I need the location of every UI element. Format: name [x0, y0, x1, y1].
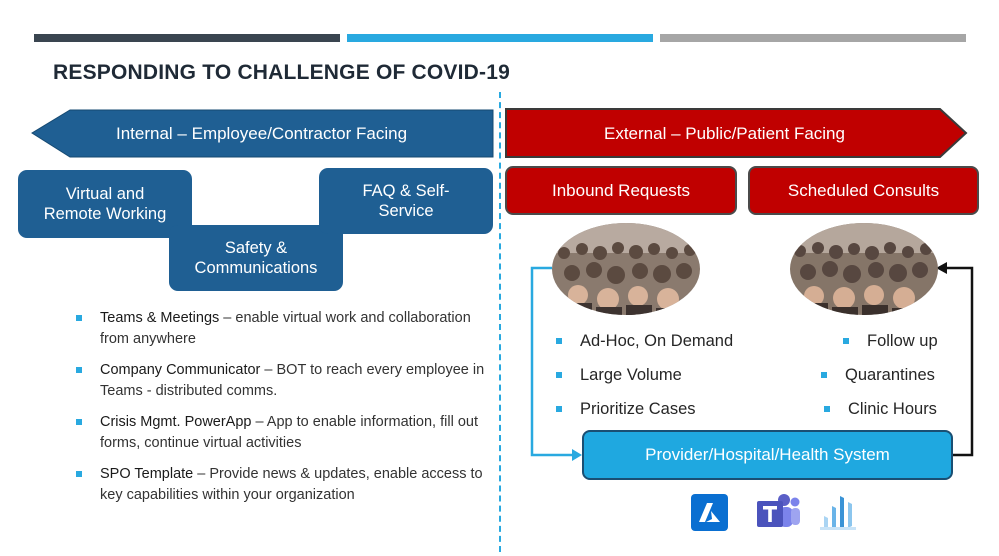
bullet-marker — [821, 372, 827, 378]
safety-communications-box: Safety & Communications — [169, 225, 343, 291]
bullet-name: SPO Template — [100, 466, 194, 482]
scheduled-bullet-1: Follow up — [867, 332, 938, 350]
provider-label: Provider/Hospital/Health System — [645, 445, 890, 464]
external-arrow-shape — [505, 108, 968, 158]
bullet-marker — [824, 406, 830, 412]
internal-header: Internal – Employee/Contractor Facing — [116, 124, 408, 143]
list-item: SPO Template – Provide news & updates, e… — [76, 464, 486, 505]
scheduled-consults-box: Scheduled Consults — [748, 166, 979, 215]
inbound-requests-box: Inbound Requests — [505, 166, 737, 215]
bullet-name: Crisis Mgmt. PowerApp — [100, 414, 252, 430]
inbound-bullet-1: Ad-Hoc, On Demand — [580, 332, 734, 350]
bullet-marker — [556, 406, 562, 412]
bullet-desc: – BOT to reach every employee in Teams -… — [100, 362, 485, 399]
top-bar-gray — [660, 34, 966, 42]
inbound-bullet-2: Large Volume — [580, 366, 682, 384]
page-title: RESPONDING TO CHALLENGE OF COVID-19 — [53, 61, 510, 84]
list-item: Teams & Meetings – enable virtual work a… — [76, 308, 486, 349]
inbound-requests-label: Inbound Requests — [552, 180, 690, 200]
faq-self-service-label: FAQ & Self-Service — [362, 182, 450, 220]
provider-box: Provider/Hospital/Health System — [582, 430, 953, 480]
scheduled-bullet-2: Quarantines — [845, 366, 935, 384]
crowd-image-scheduled — [790, 223, 938, 315]
bullet-marker — [843, 338, 849, 344]
bullet-desc: – enable virtual work and collaboration … — [100, 310, 471, 347]
bullet-name: Teams & Meetings — [100, 310, 220, 326]
teams-logo — [757, 492, 801, 532]
azure-logo — [691, 494, 728, 531]
virtual-remote-working-label: Virtual and Remote Working — [43, 185, 167, 223]
bullet-desc: – Provide news & updates, enable access … — [100, 466, 483, 503]
virtual-remote-working-box: Virtual and Remote Working — [18, 170, 192, 238]
crowd-image-inbound — [552, 223, 700, 315]
scheduled-bullet-3: Clinic Hours — [848, 400, 937, 418]
top-bar-blue — [347, 34, 653, 42]
external-header: External – Public/Patient Facing — [604, 124, 845, 143]
internal-arrow-shape — [31, 109, 494, 158]
bullet-name: Company Communicator — [100, 362, 261, 378]
bullet-marker — [556, 338, 562, 344]
scheduled-loop-arrow — [944, 266, 974, 457]
inbound-loop-arrow — [530, 266, 576, 457]
list-item: Company Communicator – BOT to reach ever… — [76, 360, 486, 401]
inbound-arrowhead — [572, 449, 582, 461]
bullet-desc: – App to enable information, fill out fo… — [100, 414, 478, 451]
dynamics-logo — [818, 492, 858, 532]
bullet-marker — [556, 372, 562, 378]
faq-self-service-box: FAQ & Self-Service — [319, 168, 493, 234]
list-item: Crisis Mgmt. PowerApp – App to enable in… — [76, 412, 486, 453]
top-bar-dark — [34, 34, 340, 42]
safety-communications-label: Safety & Communications — [194, 239, 318, 277]
scheduled-arrowhead — [936, 262, 947, 274]
internal-bullet-list: Teams & Meetings – enable virtual work a… — [76, 308, 486, 516]
scheduled-consults-label: Scheduled Consults — [787, 180, 940, 200]
inbound-bullet-3: Prioritize Cases — [580, 400, 696, 418]
center-divider — [499, 92, 501, 552]
